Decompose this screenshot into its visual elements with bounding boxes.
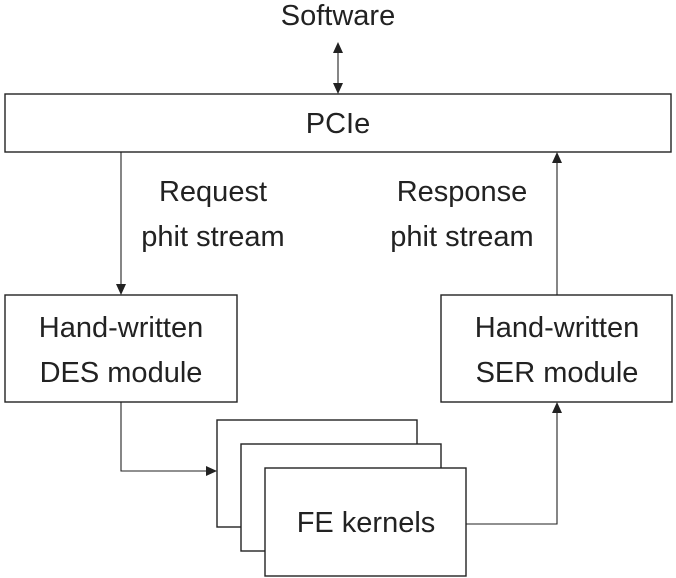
response-arrow <box>552 152 562 295</box>
software-pcie-bidirectional-arrow <box>333 42 343 94</box>
ser-module-label-line2: SER module <box>476 357 639 389</box>
request-stream-label-line1: Request <box>159 176 267 208</box>
response-stream-label-line2: phit stream <box>390 221 533 253</box>
kernel-stack-front <box>264 467 467 577</box>
des-module-label-line2: DES module <box>40 357 203 389</box>
pcie-label: PCIe <box>306 108 370 140</box>
request-stream-label-line2: phit stream <box>141 221 284 253</box>
ser-module-block <box>440 294 673 403</box>
kernels-to-ser-arrow <box>466 402 562 525</box>
pcie-block <box>4 93 672 153</box>
des-module-label-line1: Hand-written <box>39 312 203 344</box>
software-label: Software <box>281 0 395 32</box>
request-arrow <box>116 152 126 295</box>
ser-module-label-line1: Hand-written <box>475 312 639 344</box>
response-stream-label-line1: Response <box>397 176 528 208</box>
des-module-block <box>4 294 238 403</box>
fe-kernels-label: FE kernels <box>297 507 436 539</box>
des-to-kernels-arrow <box>120 402 217 476</box>
